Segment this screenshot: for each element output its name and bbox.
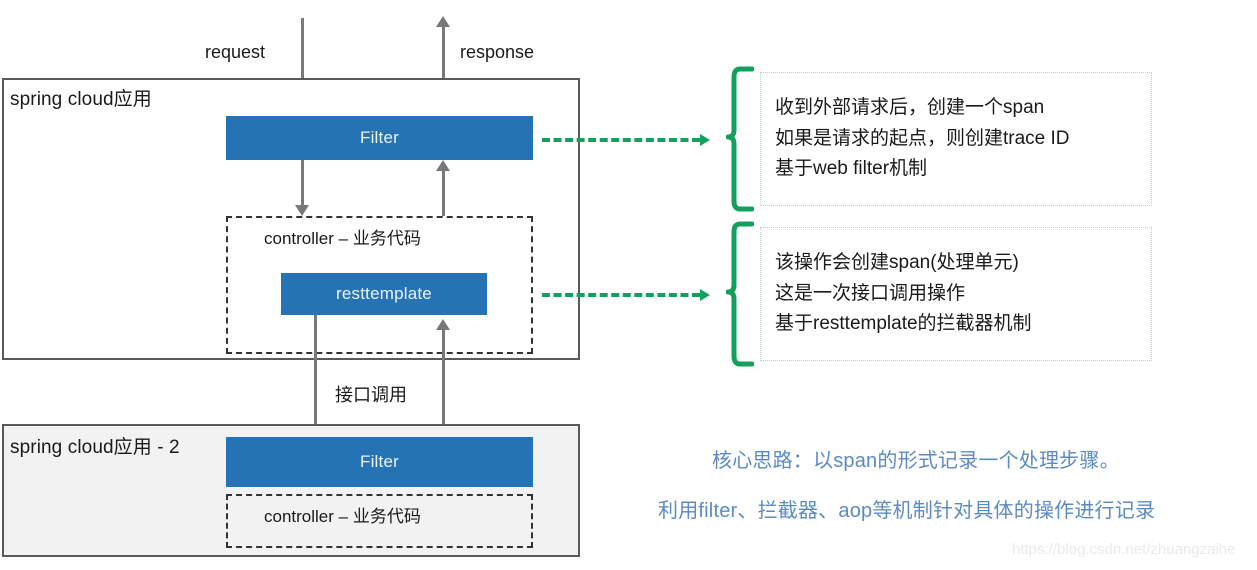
summary-line-1: 核心思路：以span的形式记录一个处理步骤。 xyxy=(712,450,1120,472)
filter-note-line-1: 收到外部请求后，创建一个span xyxy=(775,96,1045,118)
app1-resttemplate-label: resttemplate xyxy=(336,284,432,303)
app1-filter-label: Filter xyxy=(360,128,399,147)
resttemplate-note-line-1: 该操作会创建span(处理单元) xyxy=(775,251,1019,273)
app1-resttemplate-box[interactable]: resttemplate xyxy=(281,273,487,315)
filter-note-brace xyxy=(726,66,754,212)
resttemplate-note-box: 该操作会创建span(处理单元) 这是一次接口调用操作 基于resttempla… xyxy=(760,227,1152,361)
app1-resttemplate-up-line xyxy=(442,327,445,360)
app2-filter-box[interactable]: Filter xyxy=(226,437,533,487)
app1-filter-to-controller-line xyxy=(301,160,304,208)
app1-filter-box[interactable]: Filter xyxy=(226,116,533,160)
response-label: response xyxy=(460,42,535,62)
watermark-text: https://blog.csdn.net/zhuangzaihe xyxy=(1012,541,1236,558)
app1-controller-to-filter-head xyxy=(436,160,450,171)
interface-call-label: 接口调用 xyxy=(335,385,407,405)
app2-filter-label: Filter xyxy=(360,452,399,471)
resttemplate-note-line-2: 这是一次接口调用操作 xyxy=(775,282,966,304)
resttemplate-note-line-3: 基于resttemplate的拦截器机制 xyxy=(775,313,1032,335)
interface-call-down-line xyxy=(314,360,317,428)
app1-filter-to-controller-head xyxy=(295,205,309,216)
resttemplate-note-brace xyxy=(726,221,754,367)
app1-controller-label: controller – 业务代码 xyxy=(264,229,421,248)
filter-note-connector-arrow xyxy=(700,134,710,146)
app2-controller-label: controller – 业务代码 xyxy=(264,507,421,526)
spring-cloud-app-1-label: spring cloud应用 xyxy=(10,89,152,110)
response-arrow-head xyxy=(436,16,450,27)
app1-resttemplate-up-head xyxy=(436,319,450,330)
summary-line-2: 利用filter、拦截器、aop等机制针对具体的操作进行记录 xyxy=(658,500,1156,522)
app1-controller-box xyxy=(226,216,533,354)
resttemplate-note-connector-arrow xyxy=(700,289,710,301)
filter-note-line-2: 如果是请求的起点，则创建trace ID xyxy=(775,127,1070,149)
filter-note-box: 收到外部请求后，创建一个span 如果是请求的起点，则创建trace ID 基于… xyxy=(760,72,1152,206)
request-label: request xyxy=(205,42,266,62)
resttemplate-note-connector xyxy=(542,293,700,297)
request-arrow-line xyxy=(301,18,304,118)
app1-resttemplate-down-line xyxy=(314,315,317,360)
interface-call-up-line xyxy=(442,360,445,440)
filter-note-connector xyxy=(542,138,700,142)
app1-controller-to-filter-line xyxy=(442,168,445,216)
response-arrow-line xyxy=(442,26,445,118)
filter-note-line-3: 基于web filter机制 xyxy=(775,158,928,180)
spring-cloud-app-2-label: spring cloud应用 - 2 xyxy=(10,437,180,458)
app2-controller-box xyxy=(226,494,533,548)
